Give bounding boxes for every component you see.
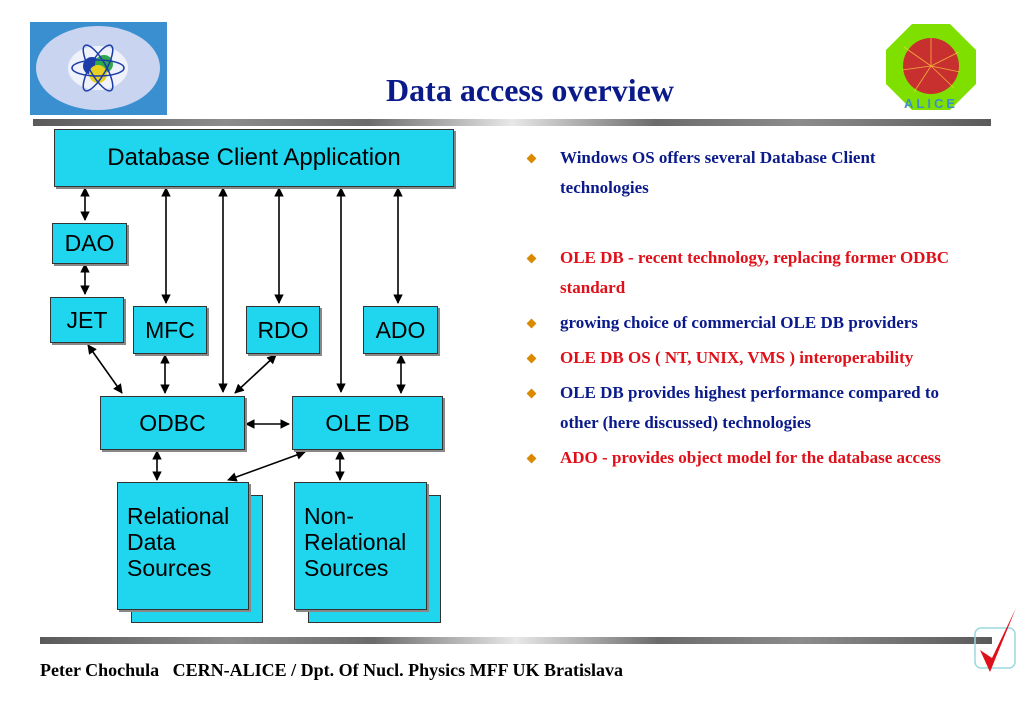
ado-label: ADO	[375, 316, 426, 343]
ado-box: ADO	[363, 306, 438, 354]
bullet-list: Windows OS offers several Database Clien…	[526, 143, 968, 473]
mfc-label: MFC	[145, 316, 195, 343]
database-client-application-label: Database Client Application	[107, 144, 401, 171]
bullet-item: OLE DB provides highest performance comp…	[526, 378, 968, 438]
bullet-text: growing choice of commercial OLE DB prov…	[560, 313, 918, 332]
bullet-text: OLE DB OS ( NT, UNIX, VMS ) interoperabi…	[560, 348, 914, 367]
bullet-item: growing choice of commercial OLE DB prov…	[526, 308, 968, 338]
footer-text: Peter Chochula CERN-ALICE / Dpt. Of Nucl…	[40, 660, 623, 680]
dao-label: DAO	[64, 230, 115, 256]
checkmark-icon[interactable]	[972, 606, 1020, 678]
top-divider	[33, 119, 991, 126]
diamond-bullet-icon	[526, 253, 537, 264]
arrow-rdo-odbc	[234, 354, 277, 394]
bullet-text: OLE DB - recent technology, replacing fo…	[560, 248, 950, 297]
diamond-bullet-icon	[526, 353, 537, 364]
rdo-label: RDO	[257, 316, 309, 343]
oledb-label: OLE DB	[325, 409, 410, 436]
jet-box: JET	[50, 297, 124, 343]
rdo-box: RDO	[246, 306, 320, 354]
arrow-jet-odbc	[87, 344, 123, 394]
diamond-bullet-icon	[526, 318, 537, 329]
bottom-divider	[40, 637, 992, 644]
alice-logo-text: ALICE	[904, 96, 958, 111]
bullet-item: ADO - provides object model for the data…	[526, 443, 968, 473]
odbc-box: ODBC	[100, 396, 245, 450]
jet-label: JET	[66, 306, 108, 333]
relational-sources-label: Relational Data Sources	[127, 503, 230, 581]
relational-sources-box: Relational Data Sources	[117, 482, 249, 610]
diamond-bullet-icon	[526, 388, 537, 399]
bullet-text: OLE DB provides highest performance comp…	[560, 383, 940, 432]
diamond-bullet-icon	[526, 153, 537, 164]
odbc-label: ODBC	[139, 409, 206, 436]
arrow-oledb-relational	[227, 450, 306, 482]
oledb-box: OLE DB	[292, 396, 443, 450]
database-client-application-box: Database Client Application	[54, 129, 454, 187]
diamond-bullet-icon	[526, 453, 537, 464]
alice-logo: ALICE	[884, 22, 978, 112]
bullet-item: OLE DB OS ( NT, UNIX, VMS ) interoperabi…	[526, 343, 968, 373]
bullet-item: Windows OS offers several Database Clien…	[526, 143, 968, 203]
slide-title: Data access overview	[386, 72, 674, 108]
bullet-item: OLE DB - recent technology, replacing fo…	[526, 243, 968, 303]
nonrelational-sources-label: Non- Relational Sources	[304, 503, 407, 581]
nonrelational-sources-box: Non- Relational Sources	[294, 482, 427, 610]
bullet-text: Windows OS offers several Database Clien…	[560, 148, 876, 197]
dao-box: DAO	[52, 223, 127, 264]
bullet-text: ADO - provides object model for the data…	[560, 448, 941, 467]
department-logo	[30, 22, 167, 115]
mfc-box: MFC	[133, 306, 207, 354]
